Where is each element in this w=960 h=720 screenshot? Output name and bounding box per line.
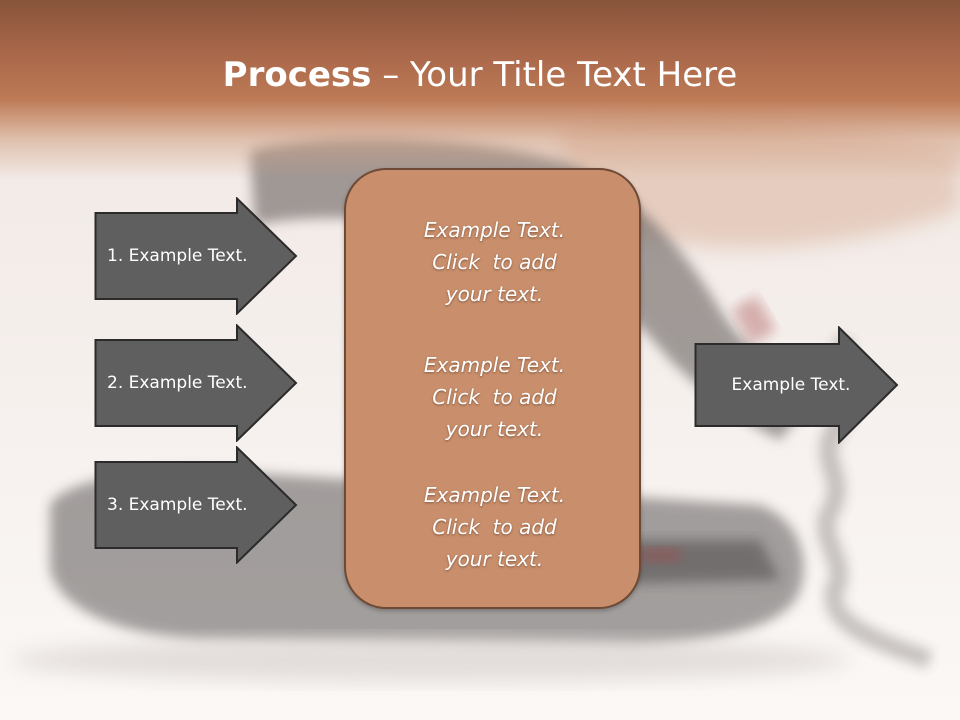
center-text-line: your text.: [445, 282, 544, 306]
process-output-arrow[interactable]: Example Text.: [694, 326, 899, 444]
center-text-block-1: Example Text. Click to add your text.: [346, 214, 643, 310]
center-text-line: your text.: [445, 547, 544, 571]
arrow-shape: [694, 326, 899, 444]
center-text-line: Example Text.: [423, 353, 566, 377]
process-step-arrow-3[interactable]: 3. Example Text.: [94, 446, 299, 564]
arrow-shape: [94, 446, 298, 564]
process-step-label: 1. Example Text.: [107, 246, 248, 266]
center-text-box[interactable]: Example Text. Click to add your text. Ex…: [344, 168, 641, 609]
center-text-line: Example Text.: [423, 483, 566, 507]
title-bold-text: Process: [222, 55, 372, 95]
center-text-line: Click to add: [432, 385, 557, 409]
arrow-shape: [94, 324, 298, 442]
process-step-arrow-2[interactable]: 2. Example Text.: [94, 324, 299, 442]
process-output-label: Example Text.: [731, 375, 851, 395]
process-step-label: 2. Example Text.: [107, 373, 248, 393]
center-text-line: Example Text.: [423, 218, 566, 242]
arrow-shape: [94, 197, 298, 315]
center-text-line: Click to add: [432, 515, 557, 539]
center-text-block-2: Example Text. Click to add your text.: [346, 349, 643, 445]
title-text: Your Title Text Here: [410, 55, 738, 95]
title-separator: –: [371, 55, 411, 95]
center-text-block-3: Example Text. Click to add your text.: [346, 479, 643, 575]
title-band: [0, 0, 960, 180]
center-text-line: Click to add: [432, 250, 557, 274]
process-step-label: 3. Example Text.: [107, 495, 248, 515]
center-text-line: your text.: [445, 417, 544, 441]
process-step-arrow-1[interactable]: 1. Example Text.: [94, 197, 299, 315]
slide-title[interactable]: Process – Your Title Text Here: [0, 52, 960, 98]
